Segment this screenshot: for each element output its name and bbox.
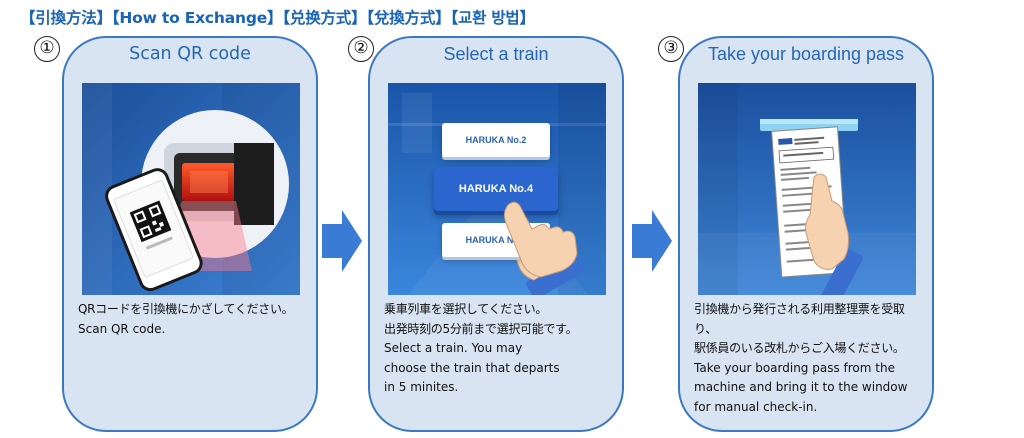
step-3-illustration <box>698 83 916 295</box>
step-1-illustration <box>82 83 300 295</box>
step-1-title: Scan QR code <box>129 44 251 64</box>
step-2-line-1: 乗車列車を選択してください。 <box>384 302 548 316</box>
train-option-haruka-2[interactable]: HARUKA No.2 <box>442 123 550 157</box>
step-3-line-1: 引換機から発行される利用整理票を受取り、 <box>694 302 905 336</box>
step-3-line-4: machine and bring it to the window <box>694 380 908 394</box>
step-3-line-5: for manual check-in. <box>694 399 818 414</box>
step-2-card: Select a train HARUKA No.2 HARUKA No.4 H… <box>368 36 624 432</box>
train-option-haruka-4[interactable]: HARUKA No.4 <box>434 167 558 211</box>
step-2-number: ② <box>348 36 374 62</box>
step-3-title: Take your boarding pass <box>707 44 905 64</box>
step-2-description: 乗車列車を選択してください。 出発時刻の5分前まで選択可能です。 Select … <box>384 300 614 398</box>
pointing-hand-icon <box>503 201 585 295</box>
step-1-line-1: QRコードを引換機にかざしてください。 <box>78 302 294 316</box>
step-3-description: 引換機から発行される利用整理票を受取り、 駅係員のいる改札からご入場ください。 … <box>694 300 924 417</box>
step-2-line-2: 出発時刻の5分前まで選択可能です。 <box>384 321 578 336</box>
step-2-title: Select a train <box>443 44 549 64</box>
step-1-description: QRコードを引換機にかざしてください。 Scan QR code. <box>78 300 308 339</box>
page-heading: 【引換方法】【How to Exchange】【兑换方式】【兌換方式】【교환 방… <box>20 9 535 27</box>
right-arrow-icon <box>322 210 362 272</box>
step-3-card: Take your boarding pass <box>678 36 934 432</box>
right-arrow-icon <box>632 210 672 272</box>
step-2-line-5: in 5 minites. <box>384 380 459 394</box>
step-2-illustration: HARUKA No.2 HARUKA No.4 HARUKA No.6 <box>388 83 606 295</box>
step-2-line-3: Select a train. You may <box>384 341 523 355</box>
step-3-number: ③ <box>658 36 684 62</box>
step-1-number: ① <box>34 36 60 62</box>
step-1-line-2: Scan QR code. <box>78 321 166 336</box>
step-2-line-4: choose the train that departs <box>384 360 560 375</box>
step-3-line-3: Take your boarding pass from the <box>694 360 895 375</box>
step-3-line-2: 駅係員のいる改札からご入場ください。 <box>694 341 905 355</box>
step-1-card: Scan QR code <box>62 36 318 432</box>
